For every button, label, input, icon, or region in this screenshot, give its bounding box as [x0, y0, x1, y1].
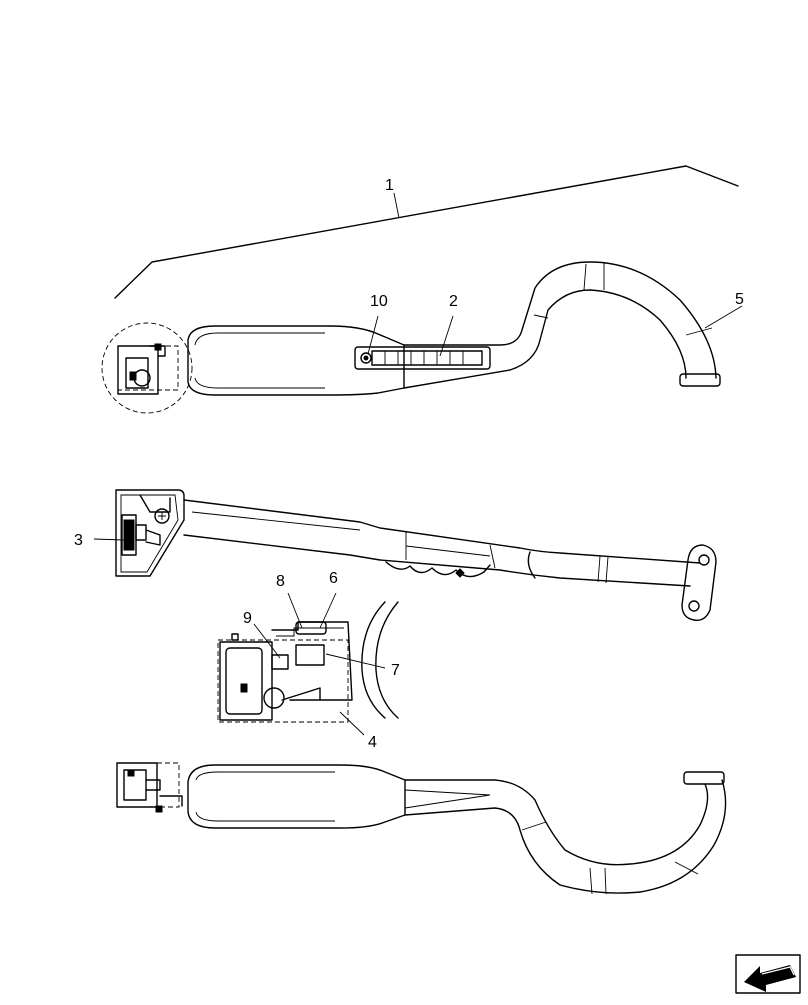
handle-top-view [101, 261, 721, 414]
callout-1: 1 [385, 177, 394, 194]
callout-7: 7 [391, 662, 400, 679]
callout-10: 10 [370, 293, 388, 310]
callout-5: 5 [735, 291, 744, 308]
previous-page-button[interactable] [735, 954, 801, 994]
callout-9: 9 [243, 610, 252, 627]
callout-labels: 1 2 3 4 5 6 7 8 9 10 [74, 177, 744, 751]
callout-4: 4 [368, 734, 377, 751]
callout-6: 6 [329, 570, 338, 587]
handle-side-view [115, 489, 717, 621]
callout-2: 2 [449, 293, 458, 310]
leader-lines [93, 305, 743, 736]
assembly-bracket-line [114, 165, 739, 299]
latch-detail-view [217, 601, 399, 723]
callout-3: 3 [74, 532, 83, 549]
arrow-left-icon [744, 965, 796, 992]
callout-8: 8 [276, 573, 285, 590]
handle-bottom-view [116, 762, 727, 895]
